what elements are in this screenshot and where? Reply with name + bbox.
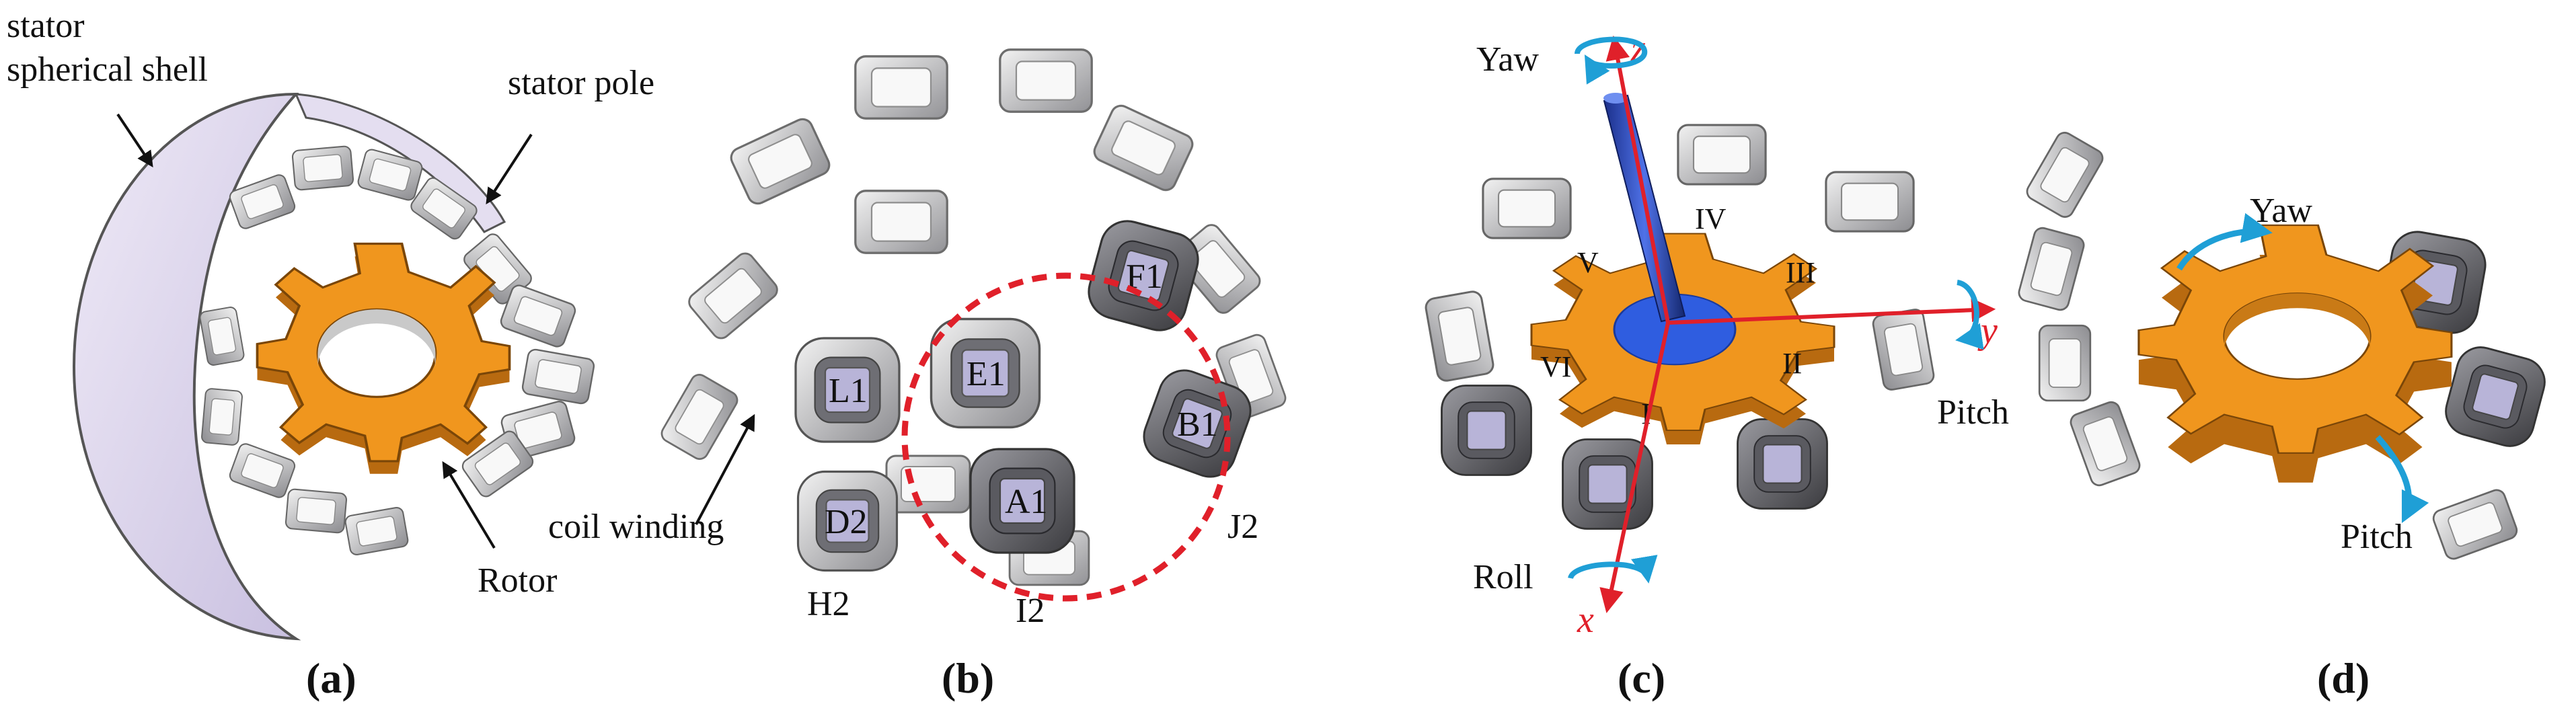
caption-a: (a) (306, 654, 356, 702)
pole-leader (486, 133, 533, 205)
label-rotor: Rotor (478, 561, 557, 600)
shell-inner-rim (294, 93, 506, 233)
pole-E1: E1 (930, 317, 1041, 429)
label-coil-winding: coil winding (548, 508, 724, 546)
coil-winding-leader (695, 413, 755, 525)
pole-label-A1: A1 (1005, 483, 1048, 521)
label-stator-pole: stator pole (508, 64, 654, 102)
highlight-dashed-circle (901, 272, 1231, 602)
label-pitch-c: Pitch (1937, 393, 2009, 432)
pole-L1: L1 (794, 337, 901, 443)
label-stator: stator (7, 7, 85, 45)
stator-spherical-shell (72, 92, 301, 641)
axis-y (1667, 298, 1996, 325)
label-roll-c: Roll (1473, 558, 1533, 596)
pole-label-D2: D2 (825, 503, 868, 541)
caption-c: (c) (1618, 654, 1665, 702)
caption-d: (d) (2317, 654, 2370, 702)
sector-IV: IV (1695, 202, 1727, 235)
axis-x (1599, 322, 1670, 614)
label-yaw-c: Yaw (1476, 40, 1539, 79)
sector-III: III (1786, 256, 1815, 289)
axis-y-label: y (1977, 310, 1998, 352)
pole-A1: A1 (969, 448, 1075, 554)
panel-a: stator spherical shell stator pole Rotor… (7, 7, 654, 702)
caption-b: (b) (942, 654, 994, 702)
pole-label-L1: L1 (829, 372, 868, 410)
pole-label-B1: B1 (1177, 405, 1218, 444)
panel-c: IV V III VI II I z y x Yaw Pitch Roll (c… (1423, 28, 2009, 702)
pole-label-H2: H2 (807, 585, 850, 623)
label-pitch-d: Pitch (2341, 518, 2413, 556)
yaw-arrow-d (2176, 212, 2273, 271)
pole-label-E1: E1 (967, 355, 1006, 393)
pitch-arrow-d (2375, 434, 2429, 524)
sector-II: II (1782, 347, 1802, 380)
axis-x-label: x (1577, 599, 1594, 641)
pole-label-I2: I2 (1016, 592, 1045, 630)
yaw-arrow-c (1575, 36, 1648, 85)
rotor-a (256, 242, 511, 474)
roll-arrow-c (1568, 555, 1658, 584)
panel-d: Yaw Pitch (d) (2016, 128, 2551, 702)
shell-leader (116, 113, 153, 167)
pole-F1: F1 (1082, 214, 1205, 338)
pole-B1: B1 (1135, 362, 1259, 485)
sector-V: V (1577, 246, 1599, 279)
panel-b: L1 E1 F1 B1 D2 A1 coil winding J2 H2 I2 (548, 48, 1289, 702)
label-yaw-d: Yaw (2250, 192, 2312, 230)
pole-D2: D2 (796, 470, 899, 572)
sector-VI: VI (1540, 350, 1571, 383)
rotor-d (2137, 224, 2453, 483)
pole-label-J2: J2 (1227, 508, 1258, 546)
pitch-arrow-c (1955, 280, 1984, 350)
label-spherical-shell: spherical shell (7, 50, 208, 89)
axis-z (1605, 35, 1670, 323)
rotor-leader (442, 461, 496, 549)
